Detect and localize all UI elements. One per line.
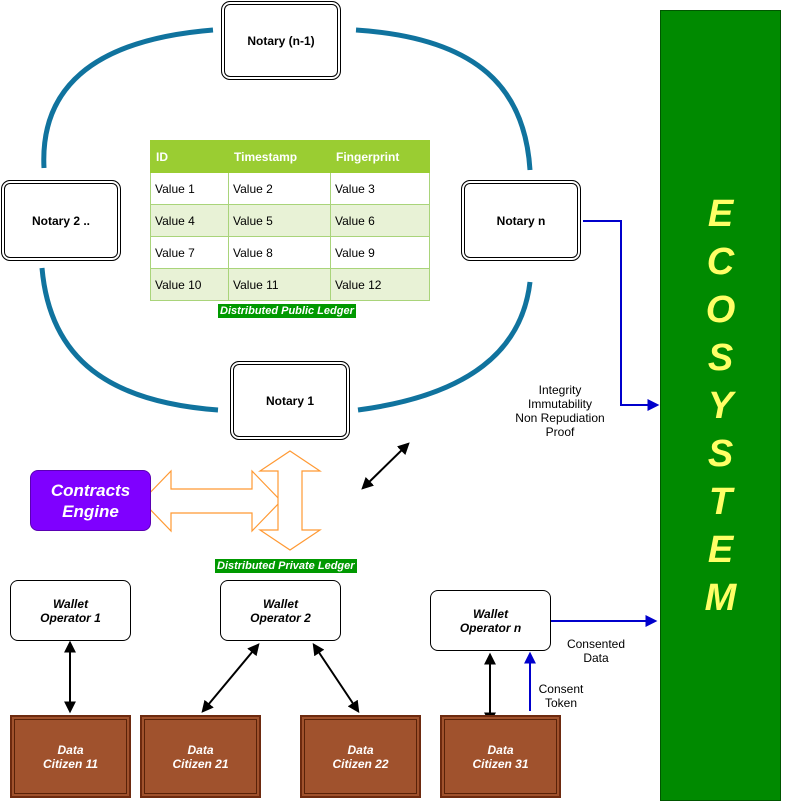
consent-token-note: Consent Token xyxy=(532,682,590,710)
data-citizen-11-line2: Citizen 11 xyxy=(42,756,99,771)
consent-token-line: Consent xyxy=(538,682,584,696)
ring-arc-top-left xyxy=(41,27,214,169)
ledger-cell: Value 7 xyxy=(150,236,229,269)
ledger-cell: Value 12 xyxy=(330,268,430,301)
ledger-cell: Value 11 xyxy=(228,268,331,301)
ecosystem-letter: E xyxy=(707,528,734,571)
private-ledger-vertical-fat-arrow xyxy=(258,450,322,551)
ledger-cell: Value 8 xyxy=(228,236,331,269)
ledger-cell: Value 10 xyxy=(150,268,229,301)
contracts-engine-line1: Contracts xyxy=(50,480,131,500)
wallet-operator-2[interactable]: Wallet Operator 2 xyxy=(220,580,341,641)
contracts-engine[interactable]: Contracts Engine xyxy=(30,470,151,531)
table-row: Value 10 Value 11 Value 12 xyxy=(150,268,430,301)
contracts-engine-line2: Engine xyxy=(62,501,119,521)
data-citizen-21-line2: Citizen 21 xyxy=(172,756,229,771)
data-citizen-31-line1: Data xyxy=(487,742,514,757)
data-citizen-11-line1: Data xyxy=(57,742,84,757)
data-citizen-21[interactable]: Data Citizen 21 xyxy=(140,715,261,798)
integrity-note: Integrity Immutability Non Repudiation P… xyxy=(506,383,614,439)
consented-data-note: Consented Data xyxy=(560,637,632,665)
ledger-header-fingerprint: Fingerprint xyxy=(330,140,430,173)
ledger-cell: Value 4 xyxy=(150,204,229,237)
ledger-cell: Value 1 xyxy=(150,172,229,205)
wallet2-citizen21-arrow xyxy=(201,643,260,713)
notary-2[interactable]: Notary 2 .. xyxy=(1,180,121,261)
ecosystem-letter: M xyxy=(704,576,737,619)
ecosystem-letter: S xyxy=(707,432,734,475)
wallet-operator-1-line1: Wallet xyxy=(52,596,89,611)
notary-n[interactable]: Notary n xyxy=(461,180,581,261)
notary-2-label: Notary 2 .. xyxy=(31,213,91,228)
integrity-note-line: Immutability xyxy=(527,397,592,411)
ledger-header-timestamp: Timestamp xyxy=(228,140,331,173)
ledger-header-row: ID Timestamp Fingerprint xyxy=(150,140,430,173)
ecosystem-letter: Y xyxy=(707,384,734,427)
ring-arc-bottom-right xyxy=(357,281,533,413)
wallet-operator-2-line2: Operator 2 xyxy=(250,610,311,625)
private-ledger-horizontal-fat-arrow xyxy=(141,469,282,533)
ledger-header-id: ID xyxy=(150,140,229,173)
wallet-operator-n-line2: Operator n xyxy=(459,620,522,635)
ledger-cell: Value 5 xyxy=(228,204,331,237)
public-ledger-caption: Distributed Public Ledger xyxy=(218,304,356,318)
data-citizen-22-line2: Citizen 22 xyxy=(332,756,389,771)
ecosystem-letter: S xyxy=(707,336,734,379)
ecosystem-letter: E xyxy=(707,192,734,235)
ecosystem-letter: O xyxy=(705,288,736,331)
table-row: Value 1 Value 2 Value 3 xyxy=(150,172,430,205)
integrity-note-line: Non Repudiation xyxy=(515,411,605,425)
consented-data-line: Data xyxy=(583,651,609,665)
ledger-cell: Value 6 xyxy=(330,204,430,237)
public-ledger-table: ID Timestamp Fingerprint Value 1 Value 2… xyxy=(150,140,430,301)
private-ledger-caption: Distributed Private Ledger xyxy=(215,559,357,573)
ring-arc-top-right xyxy=(355,27,533,171)
wallet-operator-n[interactable]: Wallet Operator n xyxy=(430,590,551,651)
data-citizen-21-line1: Data xyxy=(187,742,214,757)
wallet-operator-1[interactable]: Wallet Operator 1 xyxy=(10,580,131,641)
consent-token-line: Token xyxy=(544,696,578,710)
wallet-operator-n-line1: Wallet xyxy=(472,606,509,621)
integrity-note-line: Integrity xyxy=(538,383,582,397)
data-citizen-31-line2: Citizen 31 xyxy=(472,756,529,771)
data-citizen-22-line1: Data xyxy=(347,742,374,757)
ledger-cell: Value 3 xyxy=(330,172,430,205)
data-citizen-31[interactable]: Data Citizen 31 xyxy=(440,715,561,798)
notary-n-label: Notary n xyxy=(496,213,546,228)
integrity-note-line: Proof xyxy=(545,425,575,439)
ecosystem-letter: T xyxy=(708,480,733,523)
wallet-operator-1-line2: Operator 1 xyxy=(40,610,101,625)
consented-data-line: Consented xyxy=(566,637,626,651)
ring-arc-bottom-left xyxy=(39,267,219,413)
ecosystem-box[interactable]: E C O S Y S T E M xyxy=(660,10,781,801)
notary-1-label: Notary 1 xyxy=(265,393,315,408)
ledger-cell: Value 2 xyxy=(228,172,331,205)
notary-n-to-ecosystem-arrow xyxy=(583,220,660,411)
notary-1[interactable]: Notary 1 xyxy=(230,361,350,440)
notary-n-minus-1-label: Notary (n-1) xyxy=(247,33,315,48)
ecosystem-letter: C xyxy=(706,240,735,283)
data-citizen-22[interactable]: Data Citizen 22 xyxy=(300,715,421,798)
data-citizen-11[interactable]: Data Citizen 11 xyxy=(10,715,131,798)
wallet2-citizen22-arrow xyxy=(312,643,360,713)
notary-n-minus-1[interactable]: Notary (n-1) xyxy=(221,1,341,80)
private-ledger-notary-arrow xyxy=(361,442,410,490)
table-row: Value 4 Value 5 Value 6 xyxy=(150,204,430,237)
ledger-cell: Value 9 xyxy=(330,236,430,269)
wallet-operator-2-line1: Wallet xyxy=(262,596,299,611)
table-row: Value 7 Value 8 Value 9 xyxy=(150,236,430,269)
